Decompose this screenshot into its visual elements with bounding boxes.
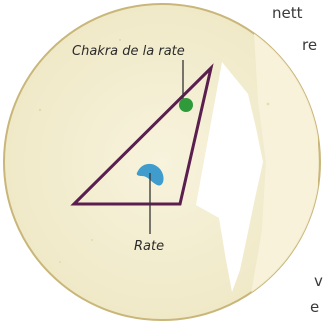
energy-triangle (70, 63, 214, 206)
parchment-speckles (38, 38, 270, 263)
side-text-bottom-1: v (314, 272, 323, 290)
chakra-dot (179, 98, 193, 112)
spleen-chakra-label: Chakra de la rate (72, 44, 185, 59)
light-beam (196, 62, 263, 292)
side-text-bottom-2: e (310, 298, 320, 316)
spleen-label: Rate (134, 239, 164, 254)
side-text-top-1: nett (272, 4, 303, 22)
side-text-top-2: re (302, 36, 318, 54)
